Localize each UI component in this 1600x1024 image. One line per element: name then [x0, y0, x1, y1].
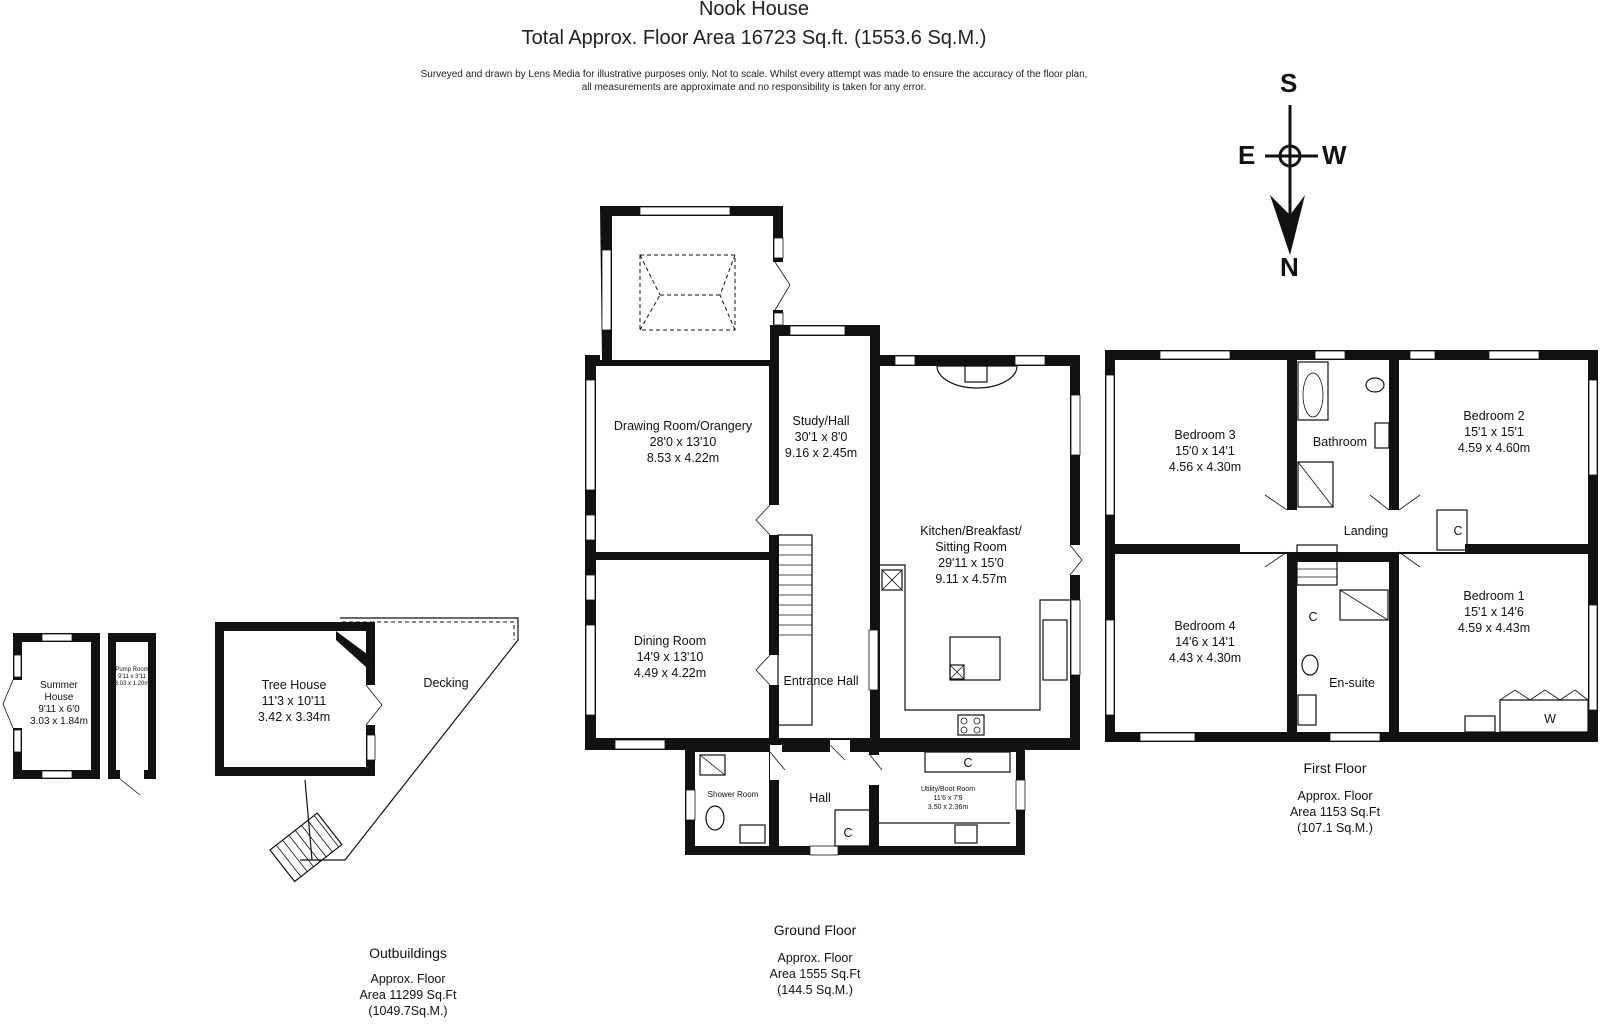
room-tree-house: Tree House 11'3 x 10'11 3.42 x 3.34m — [257, 678, 331, 724]
room-bathroom: Bathroom — [1312, 435, 1368, 449]
first-floor-area: Approx. Floor Area 1153 Sq.Ft (107.1 Sq.… — [1289, 789, 1381, 835]
room-bedroom-1: Bedroom 1 15'1 x 14'6 4.59 x 4.43m — [1457, 589, 1531, 635]
ground-floor-area: Approx. Floor Area 1555 Sq.Ft (144.5 Sq.… — [769, 951, 861, 997]
ground-floor-plan — [585, 206, 1083, 856]
plan-title: Nook House — [698, 0, 810, 20]
plan-subtitle: Total Approx. Floor Area 16723 Sq.ft. (1… — [521, 27, 987, 49]
room-utility-boot-room: Utility/Boot Room 11'6 x 7'9 3.50 x 2.36… — [920, 786, 976, 811]
room-shower-room: Shower Room — [707, 790, 759, 799]
first-floor-plan — [1105, 350, 1598, 742]
compass-east-label: E — [1238, 140, 1256, 170]
compass-rose — [1265, 105, 1318, 255]
room-en-suite: En-suite — [1329, 676, 1375, 690]
room-bedroom-3: Bedroom 3 15'0 x 14'1 4.56 x 4.30m — [1168, 428, 1242, 474]
room-bedroom-4: Bedroom 4 14'6 x 14'1 4.43 x 4.30m — [1168, 619, 1242, 665]
wardrobe-label: W — [1544, 712, 1556, 726]
room-entrance-hall: Entrance Hall — [783, 674, 859, 688]
outbuildings-area: Approx. Floor Area 11299 Sq.Ft (1049.7Sq… — [359, 972, 457, 1018]
room-hall: Hall — [809, 791, 831, 805]
room-summer-house: Summer House 9'11 x 6'0 3.03 x 1.84m — [30, 680, 88, 727]
disclaimer-line-1: Surveyed and drawn by Lens Media for ill… — [420, 69, 1088, 80]
compass-west-label: W — [1322, 140, 1347, 170]
cupboard-utility: C — [963, 756, 973, 770]
compass-north-label: N — [1280, 252, 1299, 282]
room-kitchen: Kitchen/Breakfast/ Sitting Room 29'11 x … — [920, 524, 1022, 586]
cupboard-hall: C — [843, 826, 853, 840]
summer-house-plan — [2, 633, 156, 796]
room-pump-room: Pump Room 9'11 x 3'11 3.03 x 1.20m — [114, 667, 150, 687]
cupboard-ensuite: C — [1308, 610, 1318, 624]
outbuildings-caption: Outbuildings — [369, 945, 447, 961]
compass-south-label: S — [1280, 68, 1298, 98]
room-study-hall: Study/Hall 30'1 x 8'0 9.16 x 2.45m — [784, 414, 858, 460]
cupboard-landing: C — [1453, 524, 1463, 538]
room-landing: Landing — [1343, 524, 1389, 538]
first-floor-caption: First Floor — [1303, 760, 1367, 776]
room-decking: Decking — [423, 676, 469, 690]
room-drawing-room: Drawing Room/Orangery 28'0 x 13'10 8.53 … — [613, 419, 753, 465]
disclaimer-line-2: all measurements are approximate and no … — [581, 82, 927, 93]
room-bedroom-2: Bedroom 2 15'1 x 15'1 4.59 x 4.60m — [1457, 409, 1531, 455]
room-dining-room: Dining Room 14'9 x 13'10 4.49 x 4.22m — [633, 634, 707, 680]
ground-floor-caption: Ground Floor — [773, 922, 857, 938]
tree-house-plan — [215, 617, 519, 883]
